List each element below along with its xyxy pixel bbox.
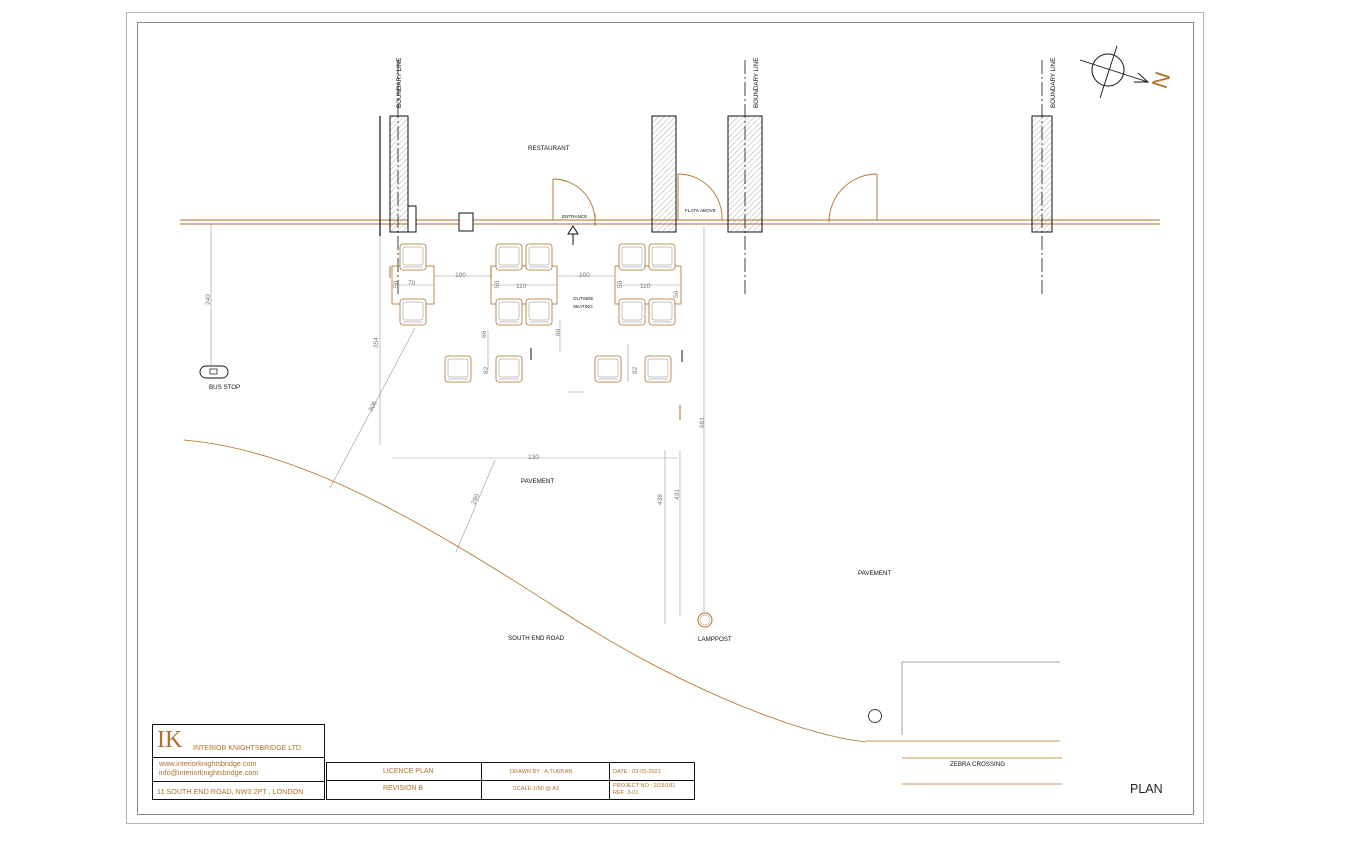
dim-50-d: 50 [673,290,680,298]
dim-50-c: 50 [617,280,624,288]
dim-354: 354 [373,337,380,348]
drawing-info-table: LICENCE PLAN REVISION B DRAWN BY : A.TUR… [326,762,695,800]
dim-130: 130 [528,454,539,461]
drawn-by: DRAWN BY : A.TURKAN [510,769,573,775]
sheet-outer-border [126,12,1204,824]
dim-431: 431 [674,489,681,500]
label-boundary-line-2: BOUNDARY LINE [753,58,760,108]
label-flats-above: FLATS ABOVE [685,208,716,213]
dim-82-a: 82 [483,366,490,374]
sheet-inner-border [137,22,1194,815]
north-arrow-icon [1079,45,1150,99]
bollard-icon [868,709,882,723]
boundary-wall-2 [651,60,763,295]
zebra-crossing [866,661,1062,785]
company-box: IK INTERIOR KNIGHTSBRIDGE LTD. www.inter… [152,724,325,800]
dim-50-b: 50 [494,280,501,288]
dim-438: 438 [657,494,664,505]
label-zebra-crossing: ZEBRA CROSSING [950,761,1005,768]
dim-70: 70 [408,280,416,287]
drawing-date: DATE : 03-05-2021 [613,769,661,775]
entrance-arrow-icon [567,225,579,245]
flats-door [677,173,723,221]
dim-82-b: 82 [632,366,639,374]
label-pavement-2: PAVEMENT [858,570,891,577]
dim-60: 60 [555,328,562,336]
label-outside: OUTSIDE [573,296,593,301]
drawing-title: LICENCE PLAN [383,768,434,775]
table-group-1 [391,243,435,326]
label-plan: PLAN [1130,782,1163,796]
dim-110-a: 110 [516,283,527,290]
label-boundary-line-3: BOUNDARY LINE [1050,58,1057,108]
dim-306: 306 [368,400,379,413]
company-email[interactable]: info@interiorknightsbridge.com [159,768,259,777]
dim-661: 661 [699,417,706,428]
north-letter: N [1147,69,1176,92]
bus-stop-icon [199,365,229,379]
dim-110-b: 110 [640,283,651,290]
meter-box [458,212,474,232]
label-boundary-line-1: BOUNDARY LINE [396,58,403,108]
drawing-ref: REF: 3-01 [613,790,639,796]
label-pavement-1: PAVEMENT [521,478,554,485]
dim-100-b: 100 [579,272,590,279]
dimension-lines [210,224,705,624]
drawing-revision: REVISION B [383,785,424,792]
table-group-3 [614,243,682,326]
drawing-scale: SCALE:1/50 @ A3 [513,786,560,792]
boundary-wall-3 [1031,60,1053,295]
company-name: INTERIOR KNIGHTSBRIDGE LTD. [193,745,303,752]
label-lamppost: LAMPPOST [698,636,732,643]
label-entrance: ENTRANCE [562,214,587,219]
dim-66: 66 [481,330,488,338]
boundary-wall-1 [379,60,417,295]
dim-100-a: 100 [455,272,466,279]
label-seating: SEATING [573,304,593,309]
company-website[interactable]: www.interiorknightsbridge.com [159,759,257,768]
label-south-end-road: SOUTH END ROAD [508,635,565,642]
company-logo: IK [157,727,183,753]
dimension-ticks [389,266,683,420]
dim-240: 240 [205,294,212,305]
project-number: PROJECT NO : 2/15/181 [613,783,676,789]
dim-290: 290 [470,493,481,506]
side-door [828,173,878,223]
table-group-2 [490,243,558,326]
label-bus-stop: BUS STOP [209,384,240,391]
dim-50-a: 50 [393,280,400,288]
entrance-door [552,178,596,226]
label-restaurant: RESTAURANT [528,145,570,152]
company-address: 11 SOUTH END ROAD, NW3 2PT , LONDON [157,787,304,796]
road-curb-line [183,439,867,743]
